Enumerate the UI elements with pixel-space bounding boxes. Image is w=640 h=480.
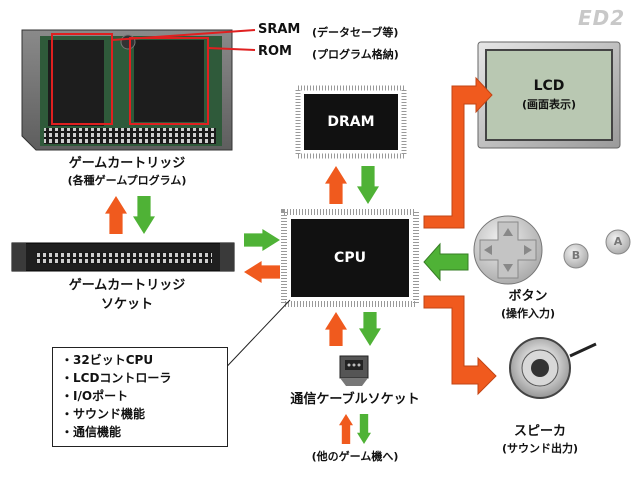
link-to-cpu-arrow xyxy=(325,312,347,346)
cpu-to-lcd-arrow xyxy=(423,76,493,229)
cpu-to-speaker-arrow xyxy=(423,295,497,396)
buttons-image xyxy=(473,215,631,285)
sram-note: (データセーブ等) xyxy=(312,26,399,39)
dram-chip xyxy=(295,85,407,159)
socket-title: ゲームカートリッジ xyxy=(68,278,186,293)
sram-label: SRAM xyxy=(258,22,301,37)
lcd-label: LCD xyxy=(533,78,565,94)
buttons-label: ボタン xyxy=(508,289,548,304)
feature-item: I/Oポート xyxy=(61,387,227,405)
a-button xyxy=(605,229,631,255)
cartridge-image xyxy=(21,29,256,151)
dram-to-cpu-arrow xyxy=(357,166,379,204)
speaker-image xyxy=(509,337,597,399)
cpu-features-box: 32ビットCPU LCDコントローラ I/Oポート サウンド機能 通信機能 xyxy=(52,347,228,447)
cpu-label: CPU xyxy=(334,250,366,266)
feature-item: 32ビットCPU xyxy=(61,351,227,369)
link-socket-label: 通信ケーブルソケット xyxy=(290,392,420,407)
socket-title-2: ソケット xyxy=(100,297,153,312)
rom-label: ROM xyxy=(258,44,292,59)
a-button-label: A xyxy=(613,235,623,248)
b-button xyxy=(563,243,589,269)
link-to-other-console-arrow xyxy=(357,414,371,444)
cartridge-to-socket-arrow xyxy=(133,196,155,234)
cpu-to-dram-arrow xyxy=(325,166,347,204)
speaker-label: スピーカ xyxy=(513,424,566,439)
link-socket-image xyxy=(339,355,369,386)
socket-to-cartridge-arrow xyxy=(105,196,127,234)
dram-label: DRAM xyxy=(327,114,375,130)
logo: ED2 xyxy=(578,6,626,30)
cpu-chip xyxy=(281,209,419,307)
cpu-to-socket-arrow xyxy=(244,261,280,283)
feature-item: LCDコントローラ xyxy=(61,369,227,387)
link-socket-note: (他のゲーム機へ) xyxy=(311,450,399,463)
b-button-label: B xyxy=(571,249,581,262)
other-console-to-link-arrow xyxy=(339,414,353,444)
speaker-note: (サウンド出力) xyxy=(501,442,579,455)
feature-item: 通信機能 xyxy=(61,423,227,441)
lcd-screen xyxy=(477,41,621,149)
buttons-to-cpu-arrow xyxy=(423,242,469,282)
callout-line xyxy=(215,299,291,379)
feature-item: サウンド機能 xyxy=(61,405,227,423)
socket-to-cpu-arrow xyxy=(244,229,280,251)
buttons-note: (操作入力) xyxy=(500,307,556,320)
cartridge-socket-image xyxy=(11,242,235,272)
cartridge-title: ゲームカートリッジ xyxy=(68,156,186,171)
lcd-note: (画面表示) xyxy=(521,98,577,111)
cartridge-note: (各種ゲームプログラム) xyxy=(67,174,187,187)
rom-note: (プログラム格納) xyxy=(312,48,399,61)
cpu-to-link-arrow xyxy=(359,312,381,346)
